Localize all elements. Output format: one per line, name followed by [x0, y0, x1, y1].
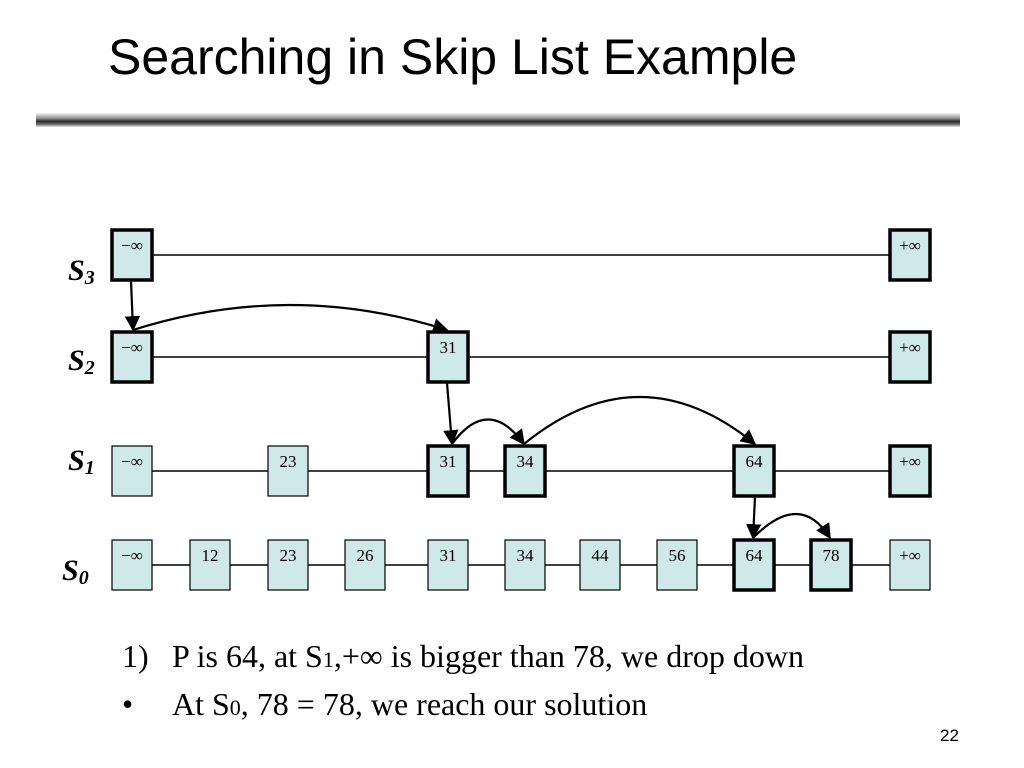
note-step-2: • At S0, 78 = 78, we reach our solution: [122, 682, 804, 730]
node-value: 78: [823, 546, 840, 565]
node-value: +∞: [899, 452, 921, 471]
note-text: , 78 = 78, we reach our solution: [240, 686, 648, 722]
note-marker: 1): [122, 638, 149, 674]
note-text: At S: [172, 686, 230, 722]
node-box: [888, 444, 932, 498]
node-s2-31: 31: [426, 330, 470, 384]
explanation-notes: 1) P is 64, at S1,+∞ is bigger than 78, w…: [122, 634, 804, 730]
slide-title: Searching in Skip List Example: [108, 29, 798, 85]
node-s0-56: 56: [656, 539, 698, 591]
node-s0-23: 23: [267, 539, 309, 591]
node-box: [189, 539, 231, 591]
node-box: [888, 330, 932, 384]
node-box: [111, 539, 153, 591]
drop-s3-to-s2-arrow: [124, 280, 141, 332]
node-s2-pos-inf: +∞: [888, 330, 932, 384]
node-box: [267, 445, 309, 497]
node-s0-44: 44: [579, 539, 621, 591]
level-label-1: S1: [68, 444, 95, 479]
node-s0-31: 31: [427, 539, 469, 591]
node-value: 12: [202, 546, 219, 565]
drop-s1-to-s0-arrow: [745, 496, 762, 540]
node-s0-34: 34: [504, 539, 546, 591]
node-s0-12: 12: [189, 539, 231, 591]
node-value: 34: [517, 452, 535, 471]
node-value: 64: [746, 546, 764, 565]
node-value: −∞: [121, 452, 143, 471]
node-s2-neg-inf: −∞: [110, 330, 154, 384]
node-box: [426, 330, 470, 384]
node-value: −∞: [121, 236, 143, 255]
drop-s2-to-s1-arrow: [443, 382, 459, 446]
node-box: [267, 539, 309, 591]
node-box: [426, 444, 470, 498]
node-value: 31: [440, 546, 457, 565]
title-divider: [36, 113, 960, 127]
skip-list-nodes: −∞ +∞ −∞ 31 +∞ −∞ 23 31 34 64 +∞ −∞ 12 23 26 31 34 44 56 64…: [110, 228, 932, 592]
hop-s2-to-31-arrow: [132, 303, 449, 334]
node-s1-34: 34: [503, 444, 547, 498]
search-path-arrows: [124, 280, 831, 540]
node-box: [344, 539, 386, 591]
note-step-1: 1) P is 64, at S1,+∞ is bigger than 78, w…: [122, 634, 804, 682]
note-subscript: 0: [229, 695, 241, 720]
node-value: 23: [280, 546, 297, 565]
note-marker: •: [122, 686, 134, 722]
node-s0-64: 64: [732, 538, 776, 592]
node-value: +∞: [899, 236, 921, 255]
node-s1-23: 23: [267, 445, 309, 497]
node-value: 31: [440, 338, 457, 357]
node-box: [579, 539, 621, 591]
node-box: [732, 444, 776, 498]
node-s1-64: 64: [732, 444, 776, 498]
level-label-0: S0: [62, 554, 89, 589]
node-box: [504, 539, 546, 591]
node-s1-31: 31: [426, 444, 470, 498]
node-box: [503, 444, 547, 498]
node-value: 31: [440, 452, 457, 471]
hop-31-to-34-arrow: [451, 418, 525, 446]
node-box: [111, 445, 153, 497]
level-label-3: S3: [68, 254, 95, 289]
hop-34-to-64-arrow: [523, 396, 757, 445]
node-value: −∞: [121, 338, 143, 357]
node-value: 44: [592, 546, 610, 565]
page-number: 22: [940, 726, 959, 745]
node-value: 64: [746, 452, 764, 471]
level-label-2: S2: [68, 344, 95, 379]
hop-64-to-78-arrow: [752, 513, 831, 540]
node-value: 23: [280, 452, 297, 471]
node-box: [888, 228, 932, 282]
node-value: −∞: [121, 546, 143, 565]
node-box: [110, 330, 154, 384]
node-box: [732, 538, 776, 592]
node-s3-neg-inf: −∞: [110, 228, 154, 282]
node-value: 34: [517, 546, 535, 565]
node-box: [889, 539, 931, 591]
note-text: ,+∞ is bigger than 78, we drop down: [333, 638, 804, 674]
node-box: [656, 539, 698, 591]
node-s3-pos-inf: +∞: [888, 228, 932, 282]
node-s0-pos-inf: +∞: [889, 539, 931, 591]
note-text: P is 64, at S: [172, 638, 323, 674]
node-value: +∞: [899, 338, 921, 357]
node-box: [427, 539, 469, 591]
node-value: 56: [669, 546, 686, 565]
node-s1-pos-inf: +∞: [888, 444, 932, 498]
node-value: 26: [357, 546, 374, 565]
node-value: +∞: [899, 546, 921, 565]
node-box: [809, 538, 853, 592]
node-box: [110, 228, 154, 282]
level-links: [152, 254, 890, 566]
node-s0-neg-inf: −∞: [111, 539, 153, 591]
node-s0-78: 78: [809, 538, 853, 592]
note-subscript: 1: [322, 647, 334, 672]
node-s1-neg-inf: −∞: [111, 445, 153, 497]
node-s0-26: 26: [344, 539, 386, 591]
